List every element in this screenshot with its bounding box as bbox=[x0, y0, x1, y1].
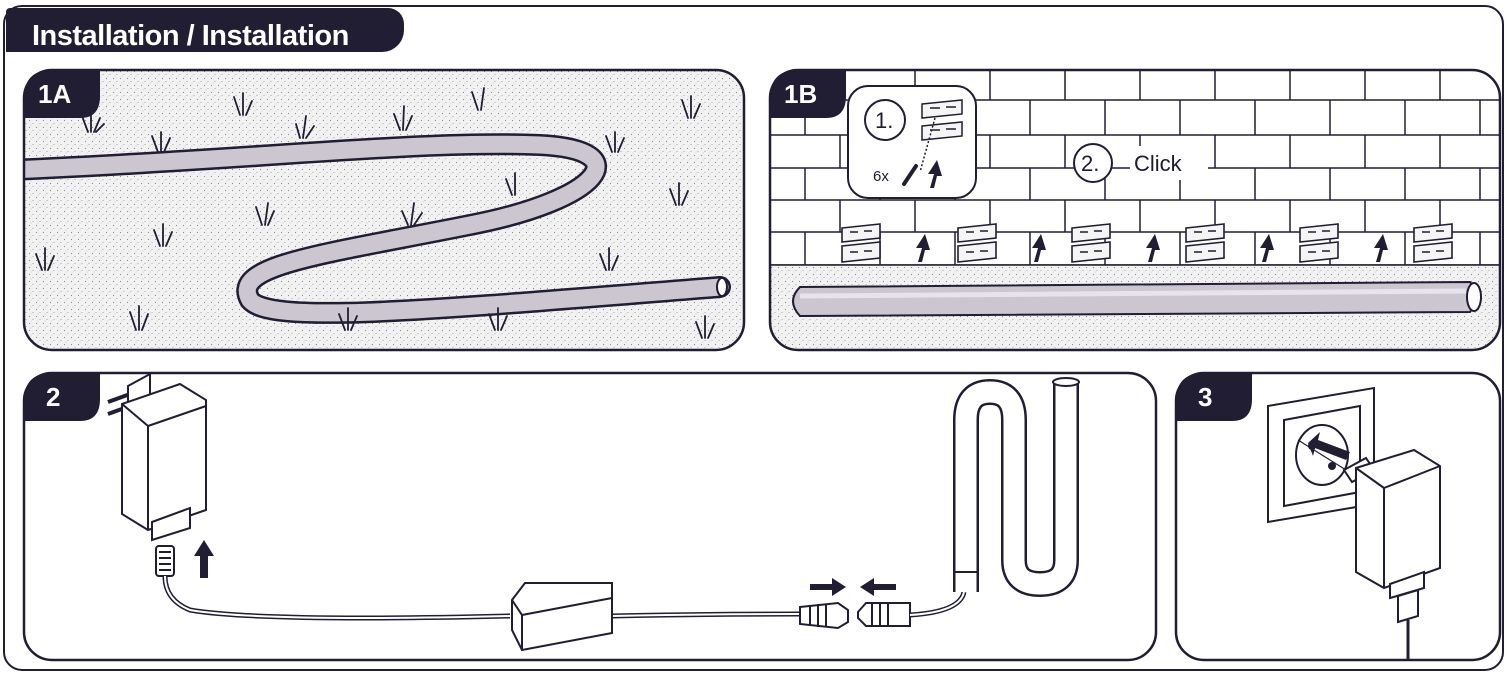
screw-icon bbox=[902, 160, 942, 188]
click-label-bg bbox=[1130, 146, 1208, 180]
grass-tufts bbox=[35, 87, 715, 339]
connector-plug-icon bbox=[155, 545, 175, 577]
quantity-label: 6x bbox=[873, 168, 889, 185]
panel-3-illustration bbox=[1174, 371, 1502, 662]
panel-label-1b: 1B bbox=[784, 79, 818, 109]
connector-pair-icon bbox=[799, 601, 911, 630]
badge-1b bbox=[770, 70, 846, 118]
badge-2 bbox=[24, 373, 100, 421]
up-arrow-icons bbox=[916, 234, 1388, 262]
insert-arrow-icon bbox=[1308, 432, 1350, 460]
step2-circle bbox=[1073, 143, 1113, 183]
panel-label-2: 2 bbox=[46, 382, 61, 412]
left-arrow-icon bbox=[860, 578, 896, 596]
page-title: Installation / Installation bbox=[32, 20, 349, 52]
panel-label-1a: 1A bbox=[38, 79, 72, 109]
mounting-clips bbox=[841, 223, 1453, 263]
outer-frame bbox=[3, 5, 1504, 671]
panel-label-3: 3 bbox=[1198, 382, 1213, 412]
plugged-adapter-icon bbox=[1342, 448, 1441, 660]
step1-circle bbox=[864, 99, 906, 141]
badge-1a bbox=[24, 70, 100, 118]
up-arrow-icon bbox=[194, 540, 214, 578]
light-tube-1b bbox=[792, 280, 1477, 318]
click-label: Click bbox=[1134, 151, 1183, 176]
title-banner: Installation / Installation bbox=[6, 8, 404, 52]
panel-1a-illustration bbox=[22, 68, 746, 352]
right-arrow-icon bbox=[810, 578, 846, 596]
power-adapter-icon bbox=[107, 372, 207, 542]
step2-label: 2. bbox=[1081, 151, 1099, 176]
step1-label: 1. bbox=[875, 108, 893, 133]
panel-1b-illustration: 1. 6x 2. Click bbox=[768, 68, 1502, 352]
badge-3 bbox=[1176, 373, 1252, 421]
clip-detail-icon bbox=[919, 99, 963, 173]
panel-2-illustration bbox=[22, 371, 1158, 662]
controller-box-icon bbox=[511, 582, 613, 652]
wall-socket-icon bbox=[1267, 386, 1375, 524]
